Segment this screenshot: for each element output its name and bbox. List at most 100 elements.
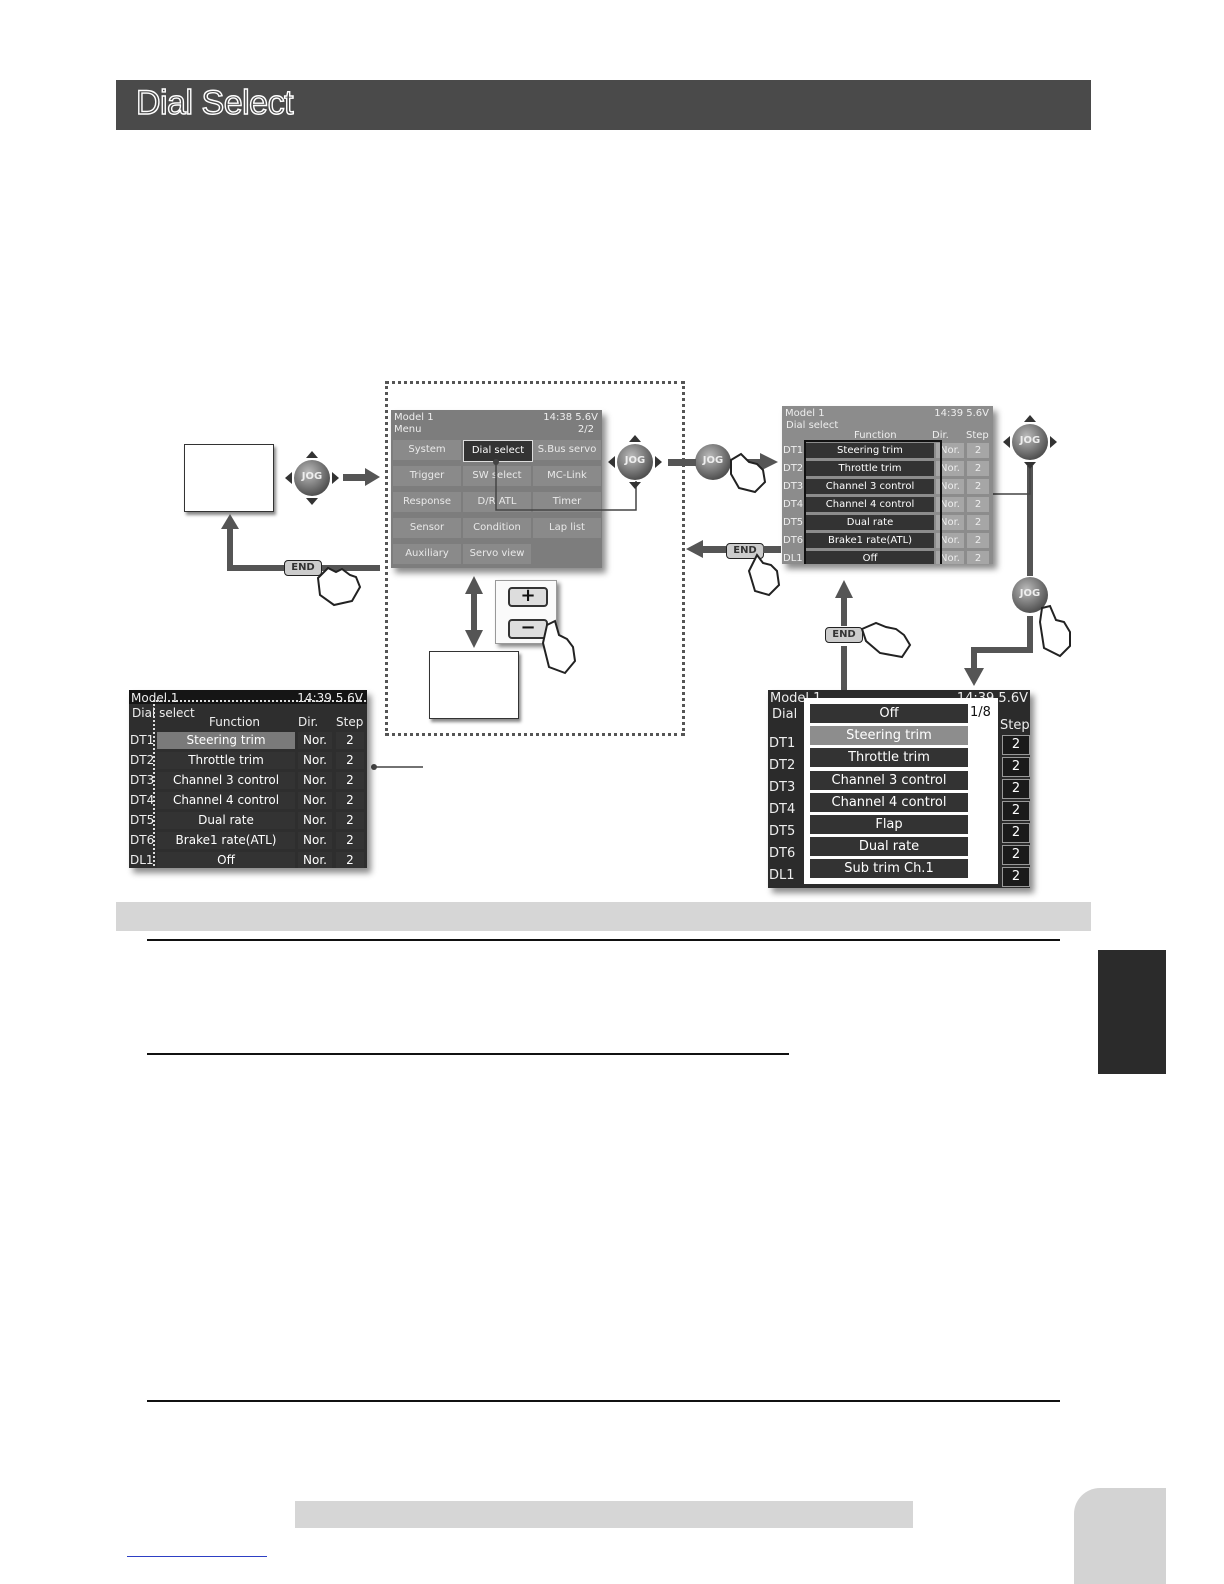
dropdown-option[interactable]: Dual rate [810, 837, 968, 857]
step-cell[interactable]: 2 [336, 852, 364, 868]
dir-cell[interactable]: Nor. [936, 479, 964, 494]
function-cell[interactable]: Channel 3 control [157, 772, 295, 789]
minus-button[interactable]: − [508, 619, 548, 639]
menu-item[interactable]: Servo view [463, 544, 531, 564]
function-cell[interactable]: Channel 4 control [157, 792, 295, 809]
page-number-tab [1074, 1488, 1166, 1584]
dropdown-option[interactable]: Off [810, 704, 968, 723]
function-cell[interactable]: Brake1 rate(ATL) [806, 533, 934, 548]
row-id: DT4 [769, 802, 796, 817]
divider [147, 939, 1060, 941]
step-cell[interactable]: 2 [336, 772, 364, 789]
dial-select-screen: Model 1 14:39 5.6V Dial select Function … [782, 406, 993, 564]
function-cell[interactable]: Off [806, 551, 934, 564]
end-button[interactable]: END [825, 627, 863, 643]
step-cell[interactable]: 2 [967, 443, 989, 458]
menu-item[interactable]: MC-Link [533, 466, 601, 486]
function-cell[interactable]: Dual rate [157, 812, 295, 829]
title-bar: Dial Select [116, 80, 1091, 130]
function-cell[interactable]: Channel 3 control [806, 479, 934, 494]
function-cell[interactable]: Throttle trim [157, 752, 295, 769]
menu-model: Model 1 [394, 412, 434, 423]
dir-cell[interactable]: Nor. [298, 812, 332, 829]
step-cell[interactable]: 2 [1002, 845, 1030, 865]
dropdown-option[interactable]: Flap [810, 815, 968, 834]
step-cell[interactable]: 2 [1002, 801, 1030, 821]
dir-cell[interactable]: Nor. [298, 852, 332, 868]
menu-item[interactable]: Auxiliary [393, 544, 461, 564]
step-cell[interactable]: 2 [967, 479, 989, 494]
jog-button[interactable]: JOG [695, 444, 731, 480]
jog-button[interactable]: JOG [617, 444, 653, 480]
function-cell[interactable]: Steering trim [806, 443, 934, 458]
row-id: DT3 [769, 780, 796, 795]
dir-cell[interactable]: Nor. [298, 732, 332, 749]
dir-cell[interactable]: Nor. [298, 792, 332, 809]
row-id: DT2 [769, 758, 796, 773]
dropdown-option[interactable]: Throttle trim [810, 748, 968, 768]
menu-subtitle: Menu [394, 424, 422, 435]
menu-item[interactable]: Lap list [533, 518, 601, 538]
step-cell[interactable]: 2 [1002, 735, 1030, 755]
dropdown-option[interactable]: Sub trim Ch.1 [810, 859, 968, 879]
dir-cell[interactable]: Nor. [936, 515, 964, 530]
dir-cell[interactable]: Nor. [298, 832, 332, 849]
menu-page-placeholder [429, 651, 519, 719]
function-cell[interactable]: Brake1 rate(ATL) [157, 832, 295, 849]
dir-cell[interactable]: Nor. [936, 551, 964, 564]
step-cell[interactable]: 2 [1002, 823, 1030, 843]
dir-cell[interactable]: Nor. [298, 772, 332, 789]
step-cell[interactable]: 2 [967, 461, 989, 476]
dir-cell[interactable]: Nor. [936, 443, 964, 458]
dropdown-option[interactable]: Channel 3 control [810, 770, 968, 790]
function-cell[interactable]: Channel 4 control [806, 497, 934, 512]
step-cell[interactable]: 2 [967, 533, 989, 548]
function-cell[interactable]: Steering trim [157, 732, 295, 749]
footer-bar [295, 1501, 913, 1528]
step-cell[interactable]: 2 [336, 752, 364, 769]
step-cell[interactable]: 2 [967, 551, 989, 564]
step-cell[interactable]: 2 [1002, 779, 1030, 799]
menu-item[interactable]: Sensor [393, 518, 461, 538]
function-cell[interactable]: Dual rate [806, 515, 934, 530]
dir-cell[interactable]: Nor. [298, 752, 332, 769]
step-cell[interactable]: 2 [336, 832, 364, 849]
dropdown-option[interactable]: Steering trim [810, 726, 968, 746]
row-id: DT4 [130, 793, 155, 807]
step-cell[interactable]: 2 [967, 497, 989, 512]
menu-item[interactable]: S.Bus servo [533, 440, 601, 460]
jog-button[interactable]: JOG [1012, 424, 1048, 460]
dir-cell[interactable]: Nor. [936, 497, 964, 512]
end-button[interactable]: END [284, 560, 322, 576]
dir-cell[interactable]: Nor. [936, 461, 964, 476]
step-cell[interactable]: 2 [967, 515, 989, 530]
dial-model: Model 1 [785, 408, 825, 419]
function-cell[interactable]: Off [157, 852, 295, 868]
menu-item[interactable]: Trigger [393, 466, 461, 486]
col-function: Function [854, 430, 897, 441]
menu-item[interactable]: D/R ATL [463, 492, 531, 512]
menu-area-frame [385, 381, 685, 736]
menu-item[interactable]: Response [393, 492, 461, 512]
row-id: DT3 [130, 773, 155, 787]
step-cell[interactable]: 2 [1002, 867, 1030, 887]
step-cell[interactable]: 2 [336, 732, 364, 749]
menu-item[interactable]: SW select [463, 466, 531, 486]
row-id: DL1 [783, 553, 803, 564]
dial-select-screen-large: Model 1 14:39 5.6V Dial select Function … [129, 690, 367, 868]
menu-item[interactable]: Condition [463, 518, 531, 538]
dropdown-page: 1/8 [970, 705, 991, 720]
dir-cell[interactable]: Nor. [936, 533, 964, 548]
row-id: DL1 [769, 868, 795, 883]
step-cell[interactable]: 2 [1002, 757, 1030, 777]
function-cell[interactable]: Throttle trim [806, 461, 934, 476]
menu-item[interactable]: Timer [533, 492, 601, 512]
jog-button[interactable]: JOG [294, 460, 330, 496]
step-cell[interactable]: 2 [336, 812, 364, 829]
menu-clock: 14:38 5.6V [543, 412, 598, 423]
dropdown-option[interactable]: Channel 4 control [810, 792, 968, 812]
select-subtitle: Dial [772, 707, 798, 722]
step-cell[interactable]: 2 [336, 792, 364, 809]
row-id: DT4 [783, 499, 804, 510]
plus-button[interactable]: + [508, 587, 548, 607]
